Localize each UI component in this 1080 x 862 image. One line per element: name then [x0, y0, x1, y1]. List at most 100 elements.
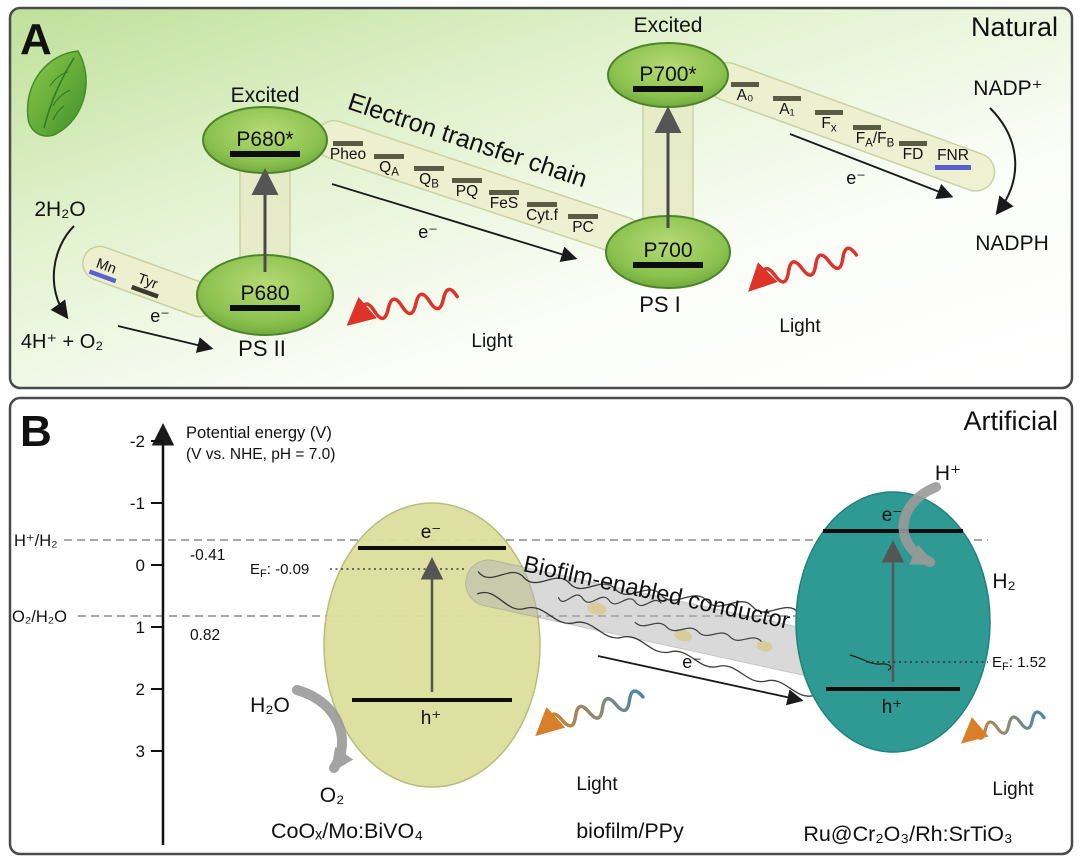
pq-label: PQ: [456, 183, 478, 200]
conductor-electron-arrow: [597, 655, 804, 706]
tick-label: -1: [130, 494, 145, 513]
p680-star-label: P680*: [236, 128, 293, 151]
left-ef-label: EF: -0.09: [250, 561, 309, 580]
qa-label: QA: [379, 159, 399, 179]
panel-b-label: B: [20, 407, 52, 456]
leaf-side-veins: [49, 71, 71, 121]
nadp-reduction-arrow: [989, 107, 1017, 216]
fd-label: FD: [903, 146, 924, 163]
p680-level-bar: [230, 305, 300, 311]
h2-redox-value: -0.41: [190, 547, 225, 564]
light-wave-2-path: [748, 246, 859, 292]
right-e-label: e⁻: [882, 505, 903, 526]
ps1-label: PS I: [639, 292, 681, 317]
panel-a-label: A: [20, 15, 52, 64]
light-wave-1: [346, 287, 459, 326]
axis-ticks: -2 -1 0 1 2 3: [130, 432, 163, 761]
panel-b-border: [8, 396, 1074, 856]
p680-label: P680: [240, 282, 289, 305]
o2-redox-value: 0.82: [190, 627, 220, 644]
light-wave-3-path: [535, 689, 645, 737]
biofilm-blob: [756, 641, 773, 652]
pq-level-bar: [452, 178, 482, 183]
light-label-3: Light: [576, 774, 618, 795]
a1-level-bar: [773, 96, 801, 101]
catalyst-label-right: Ru@Cr₂O₃/Rh:SrTiO₃: [803, 822, 1012, 846]
h2-redox-label: H⁺/H₂: [14, 532, 58, 550]
light-label-4: Light: [992, 779, 1034, 800]
nadp-label: NADP⁺: [973, 77, 1042, 100]
excited-label-ps1: Excited: [634, 14, 703, 37]
qb-label: QB: [419, 171, 439, 191]
o2-redox-label: O₂/H₂O: [12, 608, 67, 626]
fnr-label: FNR: [937, 147, 969, 164]
h2o-label: H₂O: [250, 694, 290, 717]
water-splitting-arrow: [50, 225, 75, 320]
h-plus-label: H⁺: [935, 462, 961, 485]
a0-label: A₀: [737, 87, 754, 104]
mn-label: Mn: [94, 256, 118, 278]
fx-level-bar: [815, 110, 843, 115]
light-wave-2: [748, 246, 859, 292]
biofilm-blob: [674, 629, 692, 642]
biofilm-blob: [586, 602, 607, 615]
h2-label: H₂: [992, 570, 1015, 593]
mn-level-bar: [88, 269, 117, 284]
light-wave-3: [535, 689, 645, 737]
left-h-label: h⁺: [421, 708, 442, 729]
pc-label: PC: [572, 219, 594, 236]
leaf-blade: [26, 50, 87, 137]
light-label-1: Light: [471, 331, 513, 352]
e-minus-label-2: e⁻: [418, 222, 438, 242]
tick-label: 1: [136, 618, 145, 637]
nanowire: [634, 621, 763, 642]
e-minus-label-1: e⁻: [150, 306, 170, 326]
a1-label: A₁: [779, 101, 795, 118]
electron-arrow-3: [789, 133, 954, 200]
artificial-label: Artificial: [963, 406, 1058, 436]
catalyst-label-left: CoOₓ/Mo:BiVO₄: [271, 819, 423, 843]
fes-label: FeS: [490, 195, 518, 212]
fes-level-bar: [489, 190, 519, 195]
leaf-vein: [43, 57, 75, 129]
tick-label: 0: [136, 556, 145, 575]
right-h-label: h⁺: [882, 697, 903, 718]
p700-star-label: P700*: [639, 63, 696, 86]
light-wave-4-path: [961, 710, 1046, 744]
o2-label: O₂: [320, 784, 345, 807]
fafb-label: FA/FB: [856, 130, 895, 150]
fnr-level-bar: [935, 165, 971, 170]
catalyst-label-mid: biofilm/PPy: [576, 819, 684, 843]
p700-level-bar: [633, 262, 703, 268]
water-in-label: 2H₂O: [34, 198, 85, 221]
pheo-level-bar: [333, 141, 363, 146]
tick-label: 2: [136, 680, 145, 699]
natural-label: Natural: [971, 12, 1058, 42]
p680-star-level-bar: [230, 151, 300, 157]
light-wave-4: [961, 710, 1046, 744]
h2-evolution-arrow: [898, 482, 941, 567]
axis-note: (V vs. NHE, pH = 7.0): [186, 446, 335, 463]
pheo-label: Pheo: [330, 146, 366, 163]
fd-level-bar: [899, 141, 927, 146]
leaf-icon: [26, 50, 87, 137]
electron-arrow-1: [117, 325, 214, 353]
qb-level-bar: [414, 166, 444, 171]
excited-label-ps2: Excited: [231, 84, 300, 107]
right-ef-label: EF: 1.52: [992, 654, 1046, 673]
nadph-label: NADPH: [975, 232, 1049, 255]
o2-evolution-arrow: [292, 685, 354, 773]
tyr-label: Tyr: [135, 271, 160, 293]
pc-level-bar: [568, 214, 598, 219]
axis-title: Potential energy (V): [186, 424, 332, 442]
a0-level-bar: [731, 82, 759, 87]
nanowire: [477, 571, 841, 619]
fafb-level-bar: [853, 125, 881, 130]
oec-tube: Mn Tyr: [82, 245, 218, 318]
cytf-level-bar: [527, 202, 557, 207]
tick-label: 3: [136, 742, 145, 761]
electron-arrow-2: [331, 183, 578, 263]
cytf-label: Cyt.f: [526, 207, 559, 224]
